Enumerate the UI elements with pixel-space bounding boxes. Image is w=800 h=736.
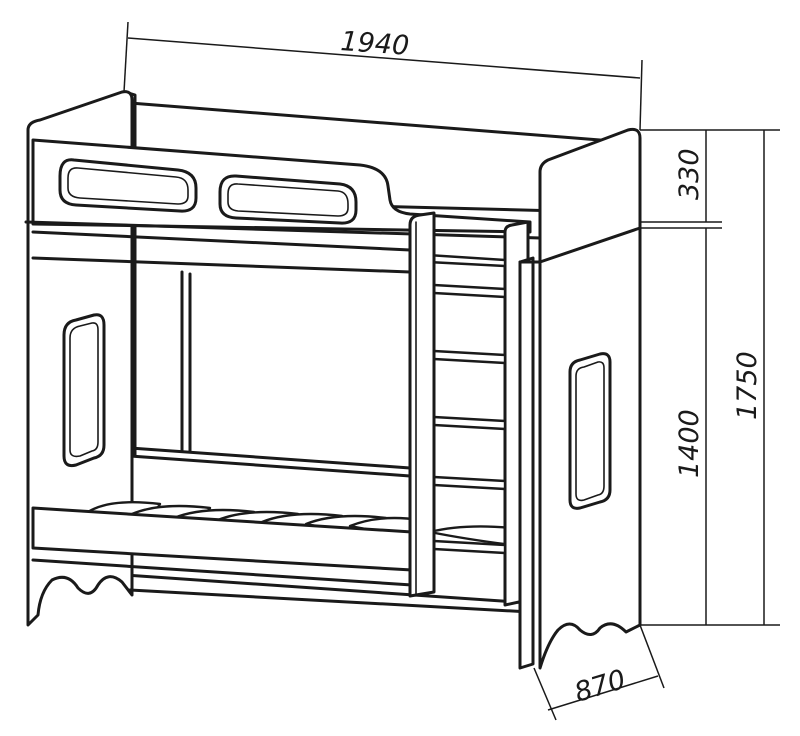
depth-label: 870: [571, 664, 629, 709]
depth-extension-back: [639, 624, 665, 689]
upper-rail-cutout-right: [218, 174, 358, 225]
right-headboard-panel: [538, 127, 642, 670]
upper-beam-mid: [31, 230, 412, 252]
lower-rail-bottom: [31, 558, 414, 587]
ladder: [408, 211, 530, 607]
lower-front-rail: [31, 506, 532, 614]
ladder-rung-1: [426, 253, 507, 268]
back-support-post: [180, 270, 192, 454]
ladder-front-rail: [408, 211, 436, 598]
width-extension-right: [639, 59, 643, 131]
front-base-line: [128, 588, 532, 614]
right-upper-frame-step: [518, 226, 642, 264]
left-headboard-cutout-inner: [69, 322, 99, 458]
upper-beam-top: [24, 220, 542, 240]
right-headboard-cutout: [568, 352, 612, 510]
width-label: 1940: [340, 26, 411, 62]
back-lower-rail: [128, 446, 412, 478]
lower-height-label: 1400: [674, 409, 705, 478]
upper-rail-cutout-left: [58, 158, 198, 213]
left-headboard-cutout: [62, 313, 106, 468]
upper-rail-cutout-left-inner: [67, 167, 189, 205]
upper-front-rail: [31, 138, 532, 234]
upper-beam-bottom: [31, 256, 412, 274]
dimension-width: 1940: [123, 21, 643, 131]
right-headboard-edge: [518, 256, 535, 670]
depth-extension-front: [533, 667, 557, 721]
right-headboard-cutout-inner: [575, 361, 605, 502]
width-dimension-line: [127, 37, 641, 79]
total-height-label: 1750: [732, 351, 763, 420]
depth-dimension-line: [547, 675, 659, 711]
dimension-depth: 870: [533, 624, 665, 721]
width-extension-left: [123, 21, 129, 93]
back-base-rail: [123, 573, 532, 605]
upper-rail-label: 330: [674, 148, 705, 200]
dimension-heights: 330 1400 1750: [640, 129, 780, 626]
upper-frame-beam: [24, 220, 542, 274]
upper-rail-cutout-right-inner: [227, 183, 349, 217]
right-headboard: [518, 127, 642, 670]
